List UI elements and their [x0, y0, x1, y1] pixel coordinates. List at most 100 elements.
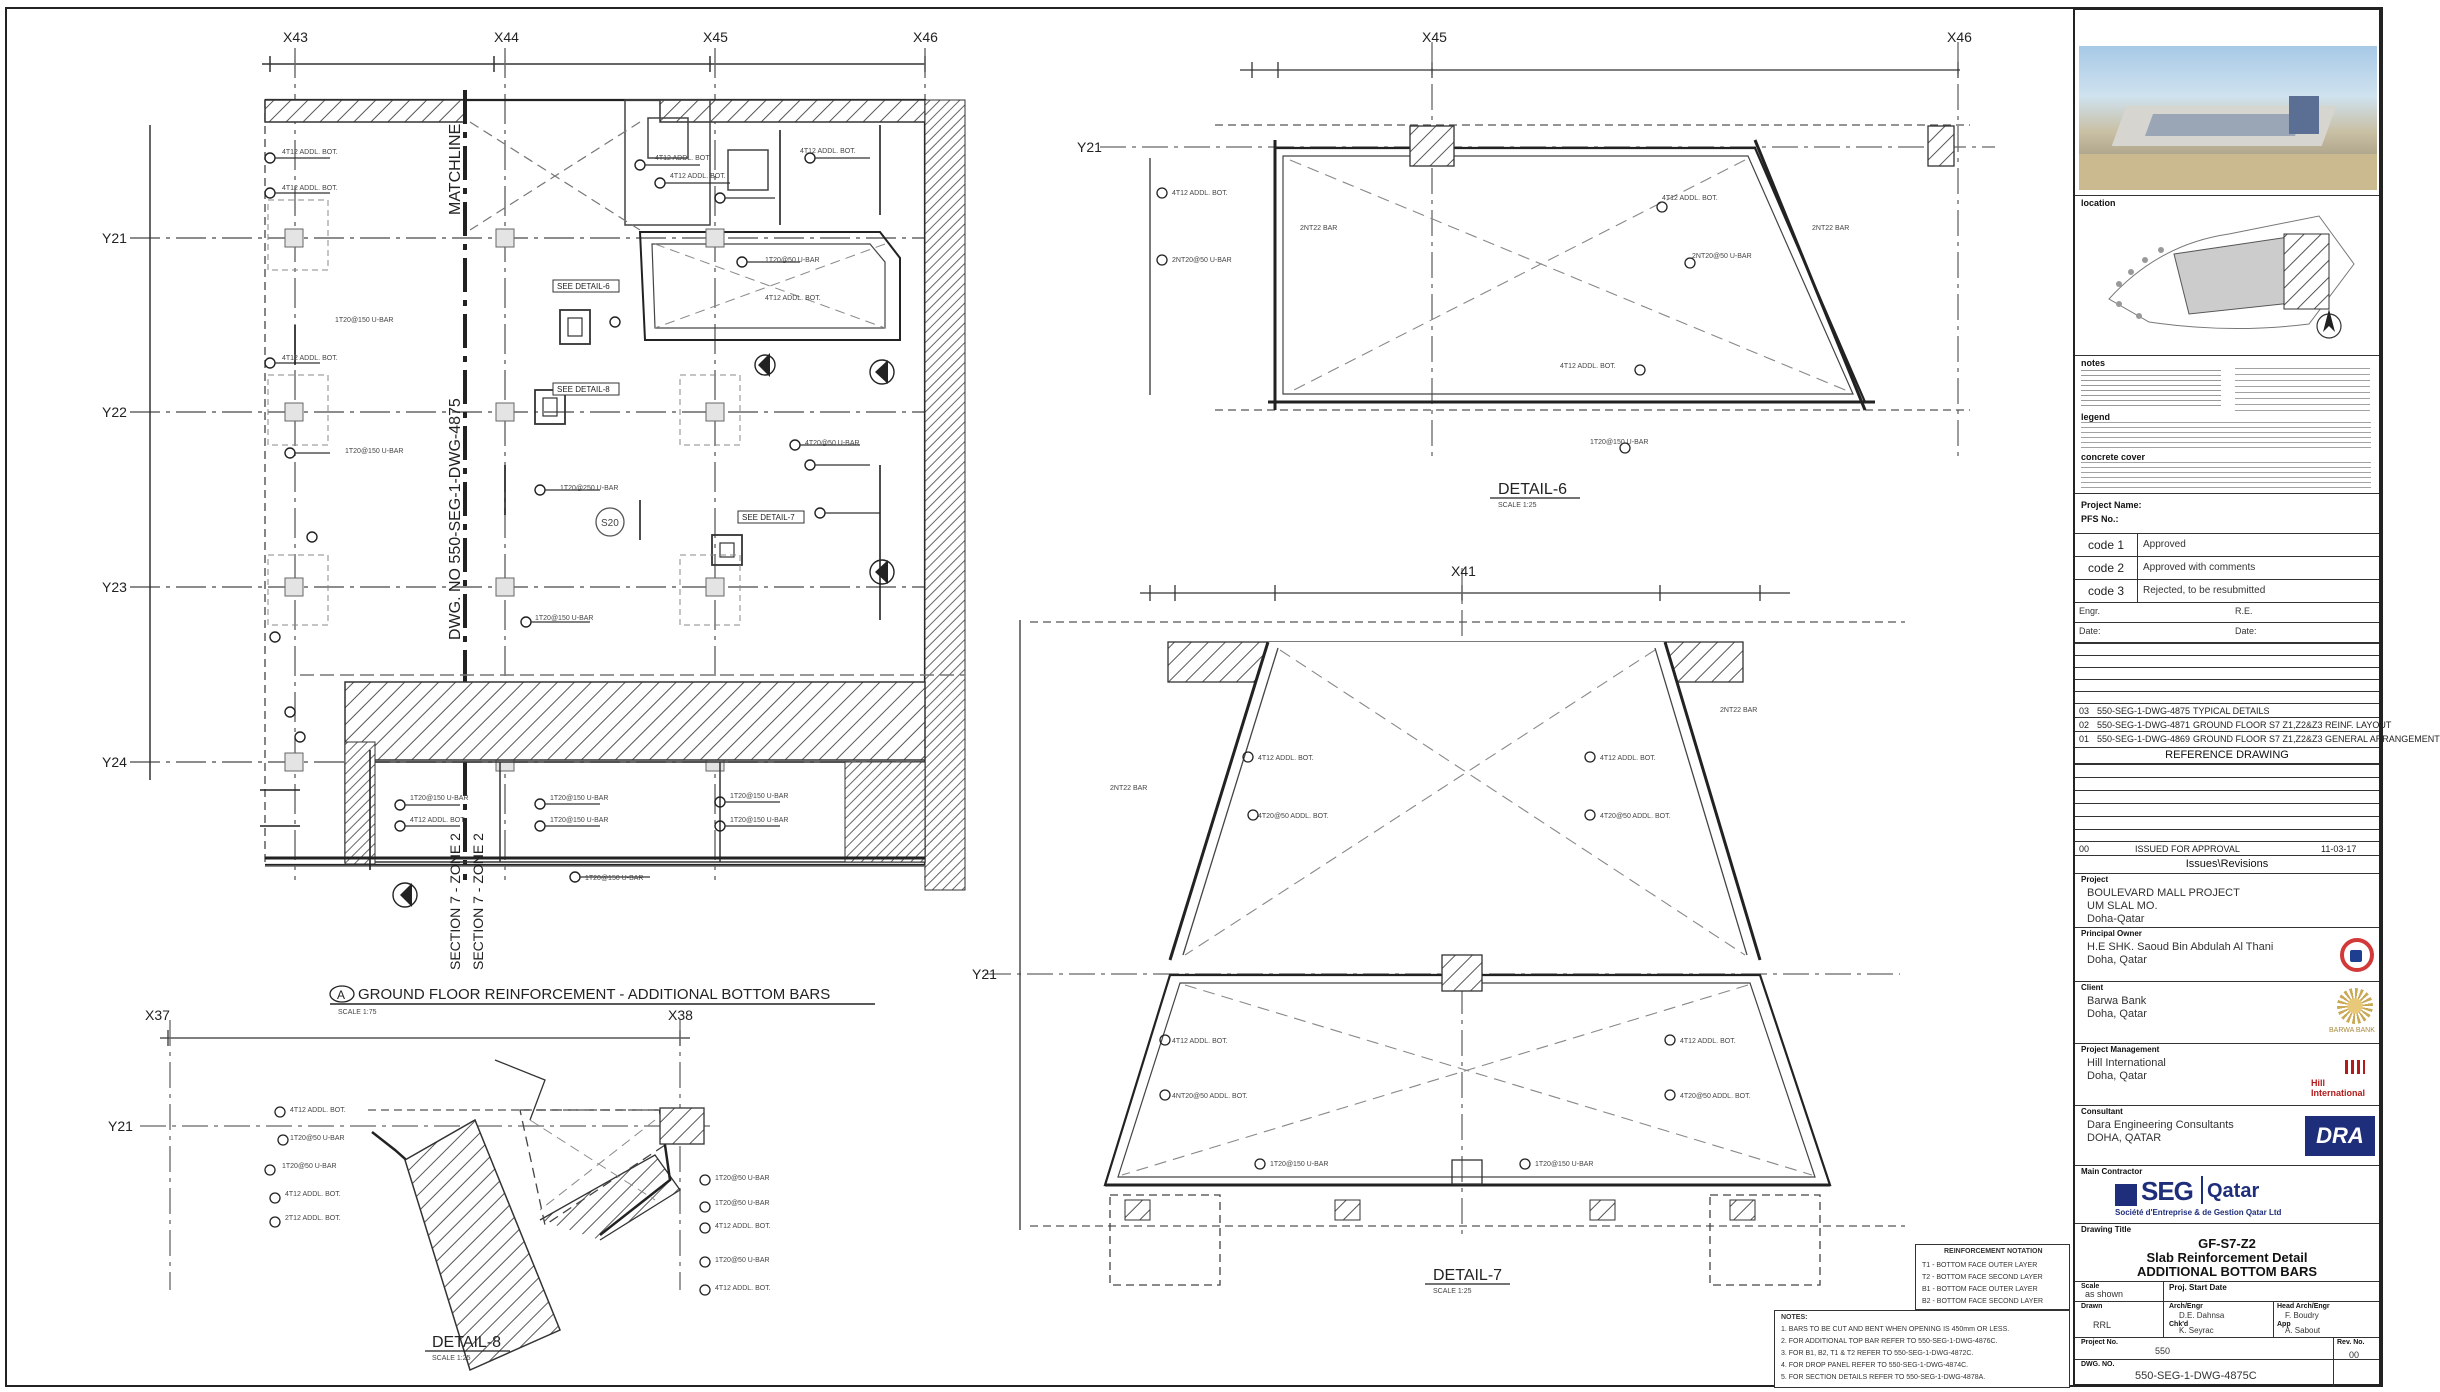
scale-row: Scale as shown Proj. Start Date — [2075, 1281, 2379, 1302]
drawing-title-label: Drawing Title — [2081, 1225, 2132, 1234]
scale-label: Scale — [2081, 1283, 2100, 1290]
scale-value: as shown — [2085, 1289, 2124, 1299]
contractor-block: Main Contractor SEG Qatar Société d'Entr… — [2075, 1165, 2379, 1223]
drawn-label: Drawn — [2081, 1303, 2103, 1310]
svg-text:4T12 ADDL. BOT.: 4T12 ADDL. BOT. — [1680, 1038, 1736, 1045]
see-detail-7-tag: SEE DETAIL-7 — [742, 513, 795, 522]
project-no-row: Project No. 550 Rev. No. — [2075, 1337, 2379, 1386]
client-logo-icon — [2337, 988, 2373, 1024]
app-label: App — [2277, 1321, 2291, 1328]
svg-text:4T20@50 U-BAR: 4T20@50 U-BAR — [805, 440, 860, 447]
chk-label: Chk'd — [2169, 1321, 2189, 1328]
dwg-reference-label: DWG. NO 550-SEG-1-DWG-4875 — [447, 398, 464, 640]
svg-text:4T12 ADDL. BOT.: 4T12 ADDL. BOT. — [290, 1107, 346, 1114]
drawing-title-line: ADDITIONAL BOTTOM BARS — [2136, 1264, 2318, 1279]
svg-text:4T20@50 ADDL. BOT.: 4T20@50 ADDL. BOT. — [1600, 813, 1671, 820]
detail-6-scale: SCALE 1:25 — [1498, 502, 1537, 509]
engr-row: Engr. R.E. — [2075, 602, 2379, 622]
engr-label: Engr. — [2079, 606, 2101, 616]
reference-row: 03 550-SEG-1-DWG-4875 TYPICAL DETAILS — [2075, 703, 2379, 718]
svg-text:1T20@150 U-BAR: 1T20@150 U-BAR — [410, 795, 468, 802]
tb-notes-label: notes — [2081, 358, 2106, 368]
client-line: Barwa Bank — [2087, 995, 2147, 1007]
detail-8-scale: SCALE 1:25 — [432, 1355, 471, 1362]
grid-y24: Y24 — [102, 754, 127, 770]
section-label-a: SECTION 7 - ZONE 2 — [447, 833, 463, 970]
pm-label: Project Management — [2081, 1045, 2160, 1054]
date-label: Date: — [2079, 626, 2101, 636]
rev-value: 00 — [2349, 1350, 2360, 1360]
grid-y22: Y22 — [102, 404, 127, 420]
pm-logo-icon — [2345, 1060, 2365, 1074]
client-line: Doha, Qatar — [2087, 1008, 2147, 1020]
svg-text:4T12 ADDL. BOT.: 4T12 ADDL. BOT. — [1560, 363, 1616, 370]
code-value: Approved — [2143, 539, 2186, 550]
svg-text:4T12 ADDL. BOT.: 4T12 ADDL. BOT. — [282, 185, 338, 192]
head-label: Head Arch/Engr — [2277, 1303, 2330, 1310]
location-plan-sketch — [2108, 215, 2355, 339]
svg-text:2NT20@50 U-BAR: 2NT20@50 U-BAR — [1692, 253, 1752, 260]
consultant-line: Dara Engineering Consultants — [2087, 1119, 2234, 1131]
code-cell: code 2 — [2075, 557, 2138, 579]
code-row: code 1 Approved — [2075, 533, 2379, 556]
contractor-logo-icon — [2115, 1184, 2137, 1206]
drawing-title-line: Slab Reinforcement Detail — [2146, 1250, 2308, 1265]
detail-7-title: DETAIL-7 — [1433, 1267, 1502, 1284]
issues-table — [2075, 763, 2379, 842]
ground-floor-plan: 4T12 ADDL. BOT. 4T12 ADDL. BOT. 1T20@150 … — [130, 48, 966, 908]
issues-heading: Issues\Revisions — [2185, 858, 2269, 870]
grid-y21: Y21 — [102, 230, 127, 246]
detail-8: 4T12 ADDL. BOT. 1T20@50 U-BAR 1T20@50 U-B… — [140, 1020, 771, 1372]
notes-title: NOTES: — [1781, 1314, 1808, 1321]
svg-text:4T12 ADDL. BOT.: 4T12 ADDL. BOT. — [670, 173, 726, 180]
detail-6-grid-x45: X45 — [1422, 29, 1447, 45]
plan-title-text: GROUND FLOOR REINFORCEMENT - ADDITIONAL … — [358, 986, 830, 1003]
owner-logo-icon — [2340, 938, 2374, 972]
note-line: 1. BARS TO BE CUT AND BENT WHEN OPENING … — [1781, 1326, 2010, 1333]
svg-text:1T20@150 U-BAR: 1T20@150 U-BAR — [550, 795, 608, 802]
chk-value: K. Seyrac — [2179, 1326, 2214, 1335]
svg-text:4T12 ADDL. BOT.: 4T12 ADDL. BOT. — [1172, 1038, 1228, 1045]
svg-text:1T20@150 U-BAR: 1T20@150 U-BAR — [1535, 1161, 1593, 1168]
svg-text:1T20@150 U-BAR: 1T20@150 U-BAR — [535, 615, 593, 622]
svg-text:1T20@150 U-BAR: 1T20@150 U-BAR — [1270, 1161, 1328, 1168]
location-plan: location — [2075, 195, 2379, 355]
drawing-title-block: Drawing Title GF-S7-Z2 Slab Reinforcemen… — [2075, 1223, 2379, 1281]
arch-label: Arch/Engr — [2169, 1303, 2203, 1310]
svg-text:2NT22 BAR: 2NT22 BAR — [1812, 225, 1849, 232]
note-line: 5. FOR SECTION DETAILS REFER TO 550-SEG-… — [1781, 1374, 1986, 1381]
svg-text:1T20@50 U-BAR: 1T20@50 U-BAR — [715, 1200, 770, 1207]
reference-heading-row: REFERENCE DRAWING — [2075, 747, 2379, 763]
svg-text:1T20@50 U-BAR: 1T20@50 U-BAR — [715, 1257, 770, 1264]
section-label-b: SECTION 7 - ZONE 2 — [470, 833, 486, 970]
svg-text:4T12 ADDL. BOT.: 4T12 ADDL. BOT. — [1662, 195, 1718, 202]
pm-line: Hill International — [2087, 1057, 2166, 1069]
svg-text:4T20@50 ADDL. BOT.: 4T20@50 ADDL. BOT. — [1258, 813, 1329, 820]
svg-text:1T20@150 U-BAR: 1T20@150 U-BAR — [1590, 439, 1648, 446]
tb-legend-label: legend — [2081, 412, 2111, 422]
code-cell: code 3 — [2075, 580, 2138, 602]
plan-title-letter: A — [337, 988, 345, 1002]
svg-text:1T20@150 U-BAR: 1T20@150 U-BAR — [585, 875, 643, 882]
consultant-label: Consultant — [2081, 1107, 2123, 1116]
svg-text:4T20@50 ADDL. BOT.: 4T20@50 ADDL. BOT. — [1680, 1093, 1751, 1100]
client-label: Client — [2081, 983, 2104, 992]
note-line: 2. FOR ADDITIONAL TOP BAR REFER TO 550-S… — [1781, 1338, 1998, 1345]
svg-text:2NT22 BAR: 2NT22 BAR — [1300, 225, 1337, 232]
project-name-block: Project Name: PFS No.: — [2075, 493, 2379, 533]
issues-heading-row: Issues\Revisions — [2075, 855, 2379, 873]
detail-7-grid-x41: X41 — [1451, 563, 1476, 579]
svg-text:1T20@150 U-BAR: 1T20@150 U-BAR — [345, 448, 403, 455]
detail-7-scale: SCALE 1:25 — [1433, 1288, 1472, 1295]
detail-6-grid-y21: Y21 — [1077, 139, 1102, 155]
reinforcement-title: REINFORCEMENT NOTATION — [1944, 1248, 2043, 1255]
drawing-title-line: GF-S7-Z2 — [2198, 1236, 2256, 1251]
reinforcement-line: B1 - BOTTOM FACE OUTER LAYER — [1922, 1286, 2038, 1293]
matchline-label: MATCHLINE — [447, 124, 464, 215]
client-block: Client Barwa Bank Doha, Qatar BARWA BANK — [2075, 981, 2379, 1043]
owner-block: Principal Owner H.E SHK. Saoud Bin Abdul… — [2075, 927, 2379, 981]
arch-value: D.E. Dahnsa — [2179, 1311, 2225, 1320]
detail-6-grid-x46: X46 — [1947, 29, 1972, 45]
head-value: F. Boudry — [2285, 1311, 2319, 1320]
app-value: A. Sabout — [2285, 1326, 2321, 1335]
